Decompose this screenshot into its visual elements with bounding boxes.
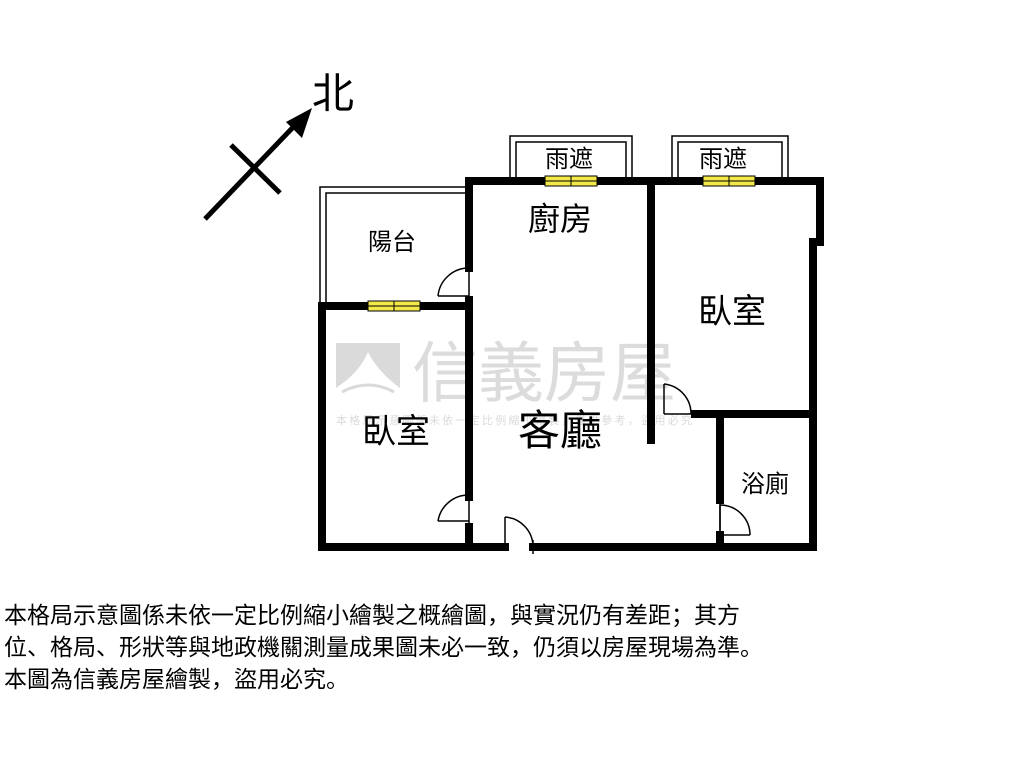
window-awning-right [702, 175, 756, 187]
room-label-bathroom: 浴廁 [741, 470, 789, 498]
compass: 北 [203, 69, 354, 221]
watermark-logo [336, 343, 400, 399]
awning-right [671, 135, 789, 180]
room-label-kitchen: 廚房 [528, 200, 592, 238]
door-balcony [437, 267, 470, 300]
door-entrance [504, 516, 534, 554]
compass-north-label: 北 [312, 69, 354, 118]
door-right-bedroom [663, 383, 695, 415]
watermark: 信義房屋 本格局示意圖係未依一定比例縮小繪製，僅供參考，盜用必究 [336, 335, 692, 427]
room-label-balcony: 陽台 [368, 228, 416, 256]
disclaimer: 本格局示意圖係未依一定比例縮小繪製之概繪圖，與實況仍有差距；其方 位、格局、形狀… [4, 600, 1020, 696]
disclaimer-line: 本格局示意圖係未依一定比例縮小繪製之概繪圖，與實況仍有差距；其方 [4, 603, 740, 629]
room-label-bedroom-left: 臥室 [362, 412, 430, 452]
watermark-fine-print: 本格局示意圖係未依一定比例縮小繪製，僅供參考，盜用必究 [336, 413, 692, 427]
watermark-brand: 信義房屋 [412, 335, 676, 412]
room-label-bedroom-right: 臥室 [698, 292, 766, 332]
awning-left [509, 135, 633, 180]
awning-right-label: 雨遮 [699, 145, 747, 173]
door-left-bedroom [437, 494, 470, 527]
window-awning-left [544, 175, 598, 187]
disclaimer-line: 位、格局、形狀等與地政機關測量成果圖未必一致，仍須以房屋現場為準。 [4, 635, 763, 661]
door-bathroom [719, 500, 751, 536]
room-label-living-room: 客廳 [518, 406, 602, 455]
window-balcony [367, 300, 421, 312]
walls [318, 177, 824, 551]
awning-left-label: 雨遮 [545, 145, 593, 173]
disclaimer-line: 本圖為信義房屋繪製，盜用必究。 [4, 667, 349, 693]
balcony-outline [319, 186, 468, 306]
compass-axis-line [203, 118, 302, 221]
north-arrow-icon [286, 108, 312, 138]
